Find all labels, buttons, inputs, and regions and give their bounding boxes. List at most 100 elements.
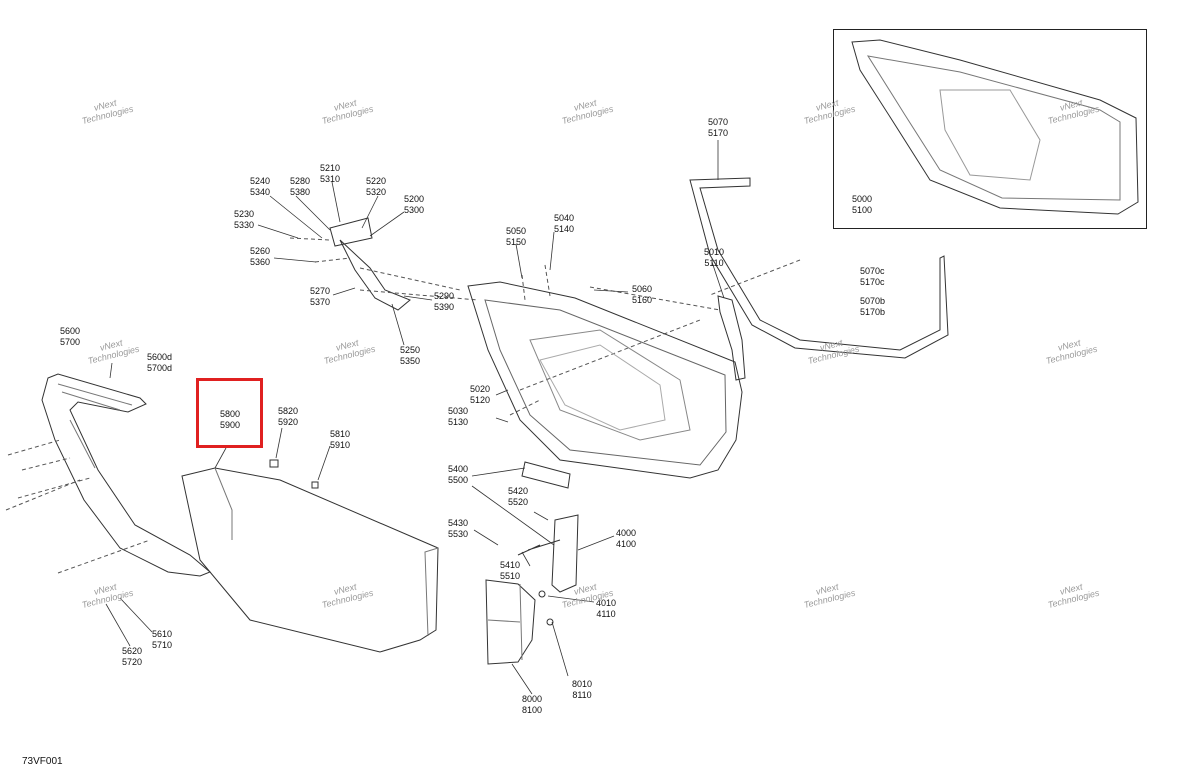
part-number: 5920 bbox=[278, 417, 299, 427]
part-number: 5240 bbox=[250, 176, 271, 186]
part-number: 5620 bbox=[122, 646, 143, 656]
inset-frame bbox=[833, 29, 1147, 229]
highlight-box bbox=[196, 378, 263, 448]
inset-label[interactable]: 5000 5100 bbox=[852, 194, 872, 216]
part-number: 5070c bbox=[860, 266, 885, 276]
part-number: 5510 bbox=[500, 571, 521, 581]
part-number: 5100 bbox=[852, 205, 873, 215]
part-number: 5800 bbox=[220, 409, 241, 419]
part-number: 5820 bbox=[278, 406, 299, 416]
part-number: 5500 bbox=[448, 475, 469, 485]
part-number: 5710 bbox=[152, 640, 173, 650]
part-number: 5030 bbox=[448, 406, 469, 416]
part-number: 5350 bbox=[400, 356, 421, 366]
hinge-4000 bbox=[551, 514, 579, 593]
part-number: 5000 bbox=[852, 194, 873, 204]
part-number: 5810 bbox=[330, 429, 351, 439]
part-number: 4100 bbox=[616, 539, 637, 549]
part-number: 5400 bbox=[448, 464, 469, 474]
figure-id: 73VF001 bbox=[22, 756, 63, 767]
part-number: 5900 bbox=[220, 420, 241, 430]
part-number: 5430 bbox=[448, 518, 469, 528]
door-frame bbox=[467, 281, 743, 479]
part-number: 5320 bbox=[366, 187, 387, 197]
part-number: 5110 bbox=[704, 258, 724, 268]
part-number: 5070b bbox=[860, 296, 886, 306]
trim-panel-5600 bbox=[41, 373, 211, 577]
part-number: 5330 bbox=[234, 220, 255, 230]
part-number: 5530 bbox=[448, 529, 469, 539]
part-number: 8000 bbox=[522, 694, 543, 704]
part-number: 5270 bbox=[310, 286, 331, 296]
part-number: 5370 bbox=[310, 297, 331, 307]
part-number: 5360 bbox=[250, 257, 271, 267]
inset-door-drawing bbox=[851, 39, 1139, 215]
part-number: 5130 bbox=[448, 417, 469, 427]
part-number: 5260 bbox=[250, 246, 271, 256]
part-number: 5420 bbox=[508, 486, 529, 496]
part-number: 5170 bbox=[708, 128, 729, 138]
part-number: 5200 bbox=[404, 194, 425, 204]
part-number: 5600d bbox=[147, 352, 173, 362]
part-number: 5700d bbox=[147, 363, 173, 373]
part-number: 5250 bbox=[400, 345, 421, 355]
part-number: 5910 bbox=[330, 440, 351, 450]
part-number: 5210 bbox=[320, 163, 341, 173]
part-number: 5220 bbox=[366, 176, 387, 186]
part-number: 4010 bbox=[596, 598, 617, 608]
part-number: 5380 bbox=[290, 187, 311, 197]
part-number: 5230 bbox=[234, 209, 255, 219]
part-number: 5300 bbox=[404, 205, 425, 215]
part-number: 5280 bbox=[290, 176, 311, 186]
seal-5070 bbox=[689, 177, 949, 359]
panel-8000 bbox=[485, 579, 536, 665]
part-number: 5140 bbox=[554, 224, 575, 234]
part-number: 8010 bbox=[572, 679, 593, 689]
part-number: 5340 bbox=[250, 187, 271, 197]
part-number: 5120 bbox=[470, 395, 491, 405]
part-number: 5170b bbox=[860, 307, 886, 317]
part-number: 5060 bbox=[632, 284, 653, 294]
part-number: 5170c bbox=[860, 277, 885, 287]
part-number: 5700 bbox=[60, 337, 81, 347]
part-number: 5050 bbox=[506, 226, 527, 236]
part-number: 8100 bbox=[522, 705, 543, 715]
part-number: 4110 bbox=[596, 609, 616, 619]
part-number: 5720 bbox=[122, 657, 143, 667]
